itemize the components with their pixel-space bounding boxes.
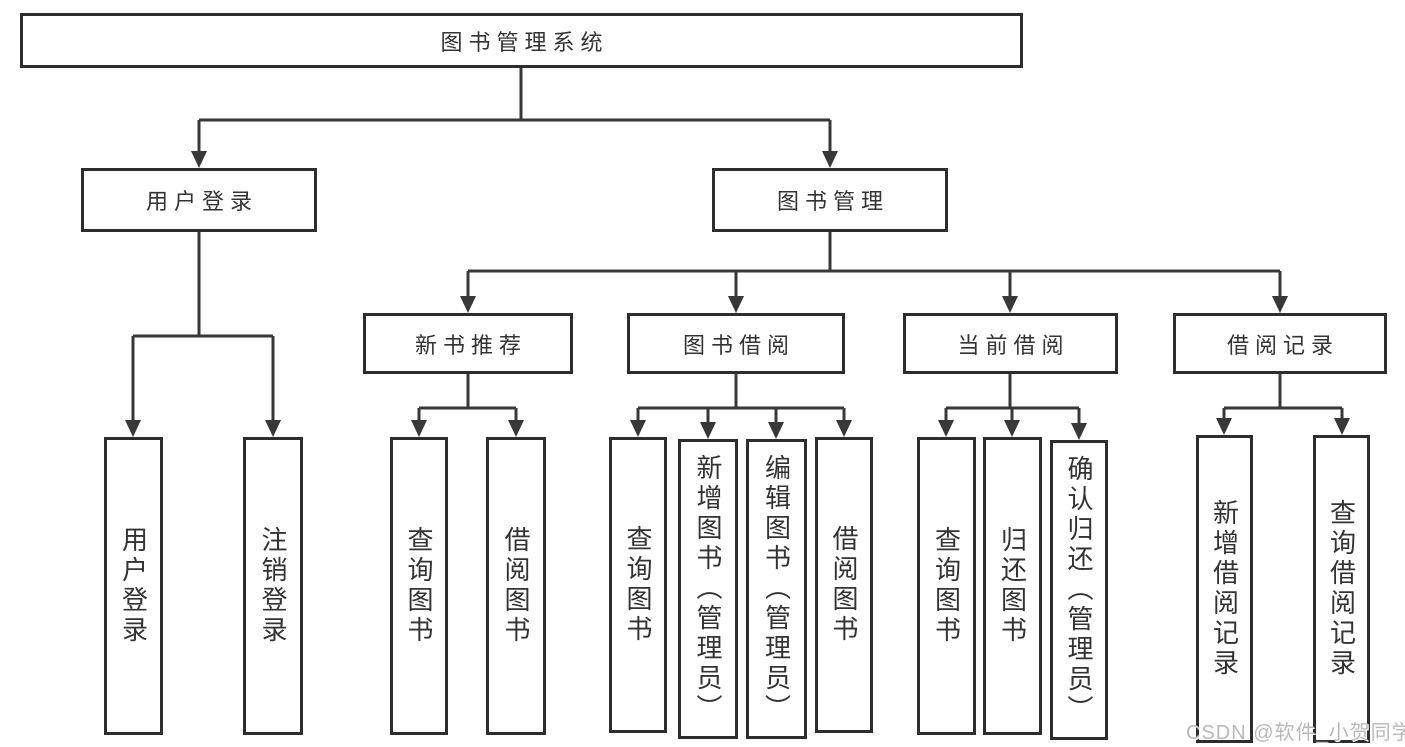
node-root: 图书管理系统 [20,13,1023,68]
node-book-management: 图书管理 [712,168,948,232]
leaf-borrow-books-borrow-label: 借阅图书 [829,525,859,645]
leaf-return-book: 归还图书 [983,437,1042,735]
leaf-confirm-return-admin-label: 确认归还（管理员） [1064,455,1094,725]
leaf-query-borrow-record-label: 查询借阅记录 [1326,499,1357,679]
leaf-query-books-borrow-label: 查询图书 [623,525,653,645]
leaf-add-book-admin: 新增图书（管理员） [678,439,738,739]
node-root-label: 图书管理系统 [440,29,609,55]
leaf-borrow-books-recommend-label: 借阅图书 [501,526,531,646]
node-new-book-recommend: 新书推荐 [363,313,573,374]
leaf-add-borrow-record: 新增借阅记录 [1196,435,1253,743]
connector-book-borrow-children [630,374,852,439]
leaf-query-books-recommend: 查询图书 [390,437,448,735]
leaf-edit-book-admin: 编辑图书（管理员） [746,439,807,739]
connector-borrow-records-children [1216,374,1350,435]
connector-current-borrow-children [938,374,1087,440]
leaf-query-books-current: 查询图书 [917,437,976,735]
leaf-logout-label: 注销登录 [258,526,288,646]
node-borrow-records: 借阅记录 [1173,313,1387,374]
leaf-logout: 注销登录 [243,437,303,735]
node-current-borrow-label: 当前借阅 [957,332,1070,358]
connector-root-to-level2 [191,68,838,168]
leaf-edit-book-admin-label: 编辑图书（管理员） [761,454,792,724]
leaf-borrow-books-recommend: 借阅图书 [486,437,546,735]
leaf-add-book-admin-label: 新增图书（管理员） [693,454,723,724]
connector-book-management-children [460,232,1288,313]
node-book-borrow: 图书借阅 [627,313,845,374]
node-user-login: 用户登录 [81,168,317,232]
node-book-borrow-label: 图书借阅 [682,332,795,358]
node-user-login-label: 用户登录 [145,189,258,214]
leaf-query-books-borrow: 查询图书 [609,437,667,733]
node-current-borrow: 当前借阅 [903,313,1118,374]
node-borrow-records-label: 借阅记录 [1226,332,1339,358]
leaf-query-borrow-record: 查询借阅记录 [1313,435,1370,743]
leaf-user-login: 用户登录 [104,437,163,735]
leaf-add-borrow-record-label: 新增借阅记录 [1209,499,1240,679]
connector-new-book-recommend-children [411,374,524,437]
connector-user-login-children [125,232,281,437]
node-new-book-recommend-label: 新书推荐 [414,332,527,358]
leaf-confirm-return-admin: 确认归还（管理员） [1050,440,1108,740]
leaf-query-books-current-label: 查询图书 [931,526,962,646]
node-book-management-label: 图书管理 [776,189,889,214]
leaf-user-login-label: 用户登录 [118,526,149,646]
leaf-query-books-recommend-label: 查询图书 [404,526,434,646]
leaf-return-book-label: 归还图书 [997,526,1028,646]
watermark: CSDN @软件_小贺同学 [1186,722,1405,744]
leaf-borrow-books-borrow: 借阅图书 [815,437,873,733]
